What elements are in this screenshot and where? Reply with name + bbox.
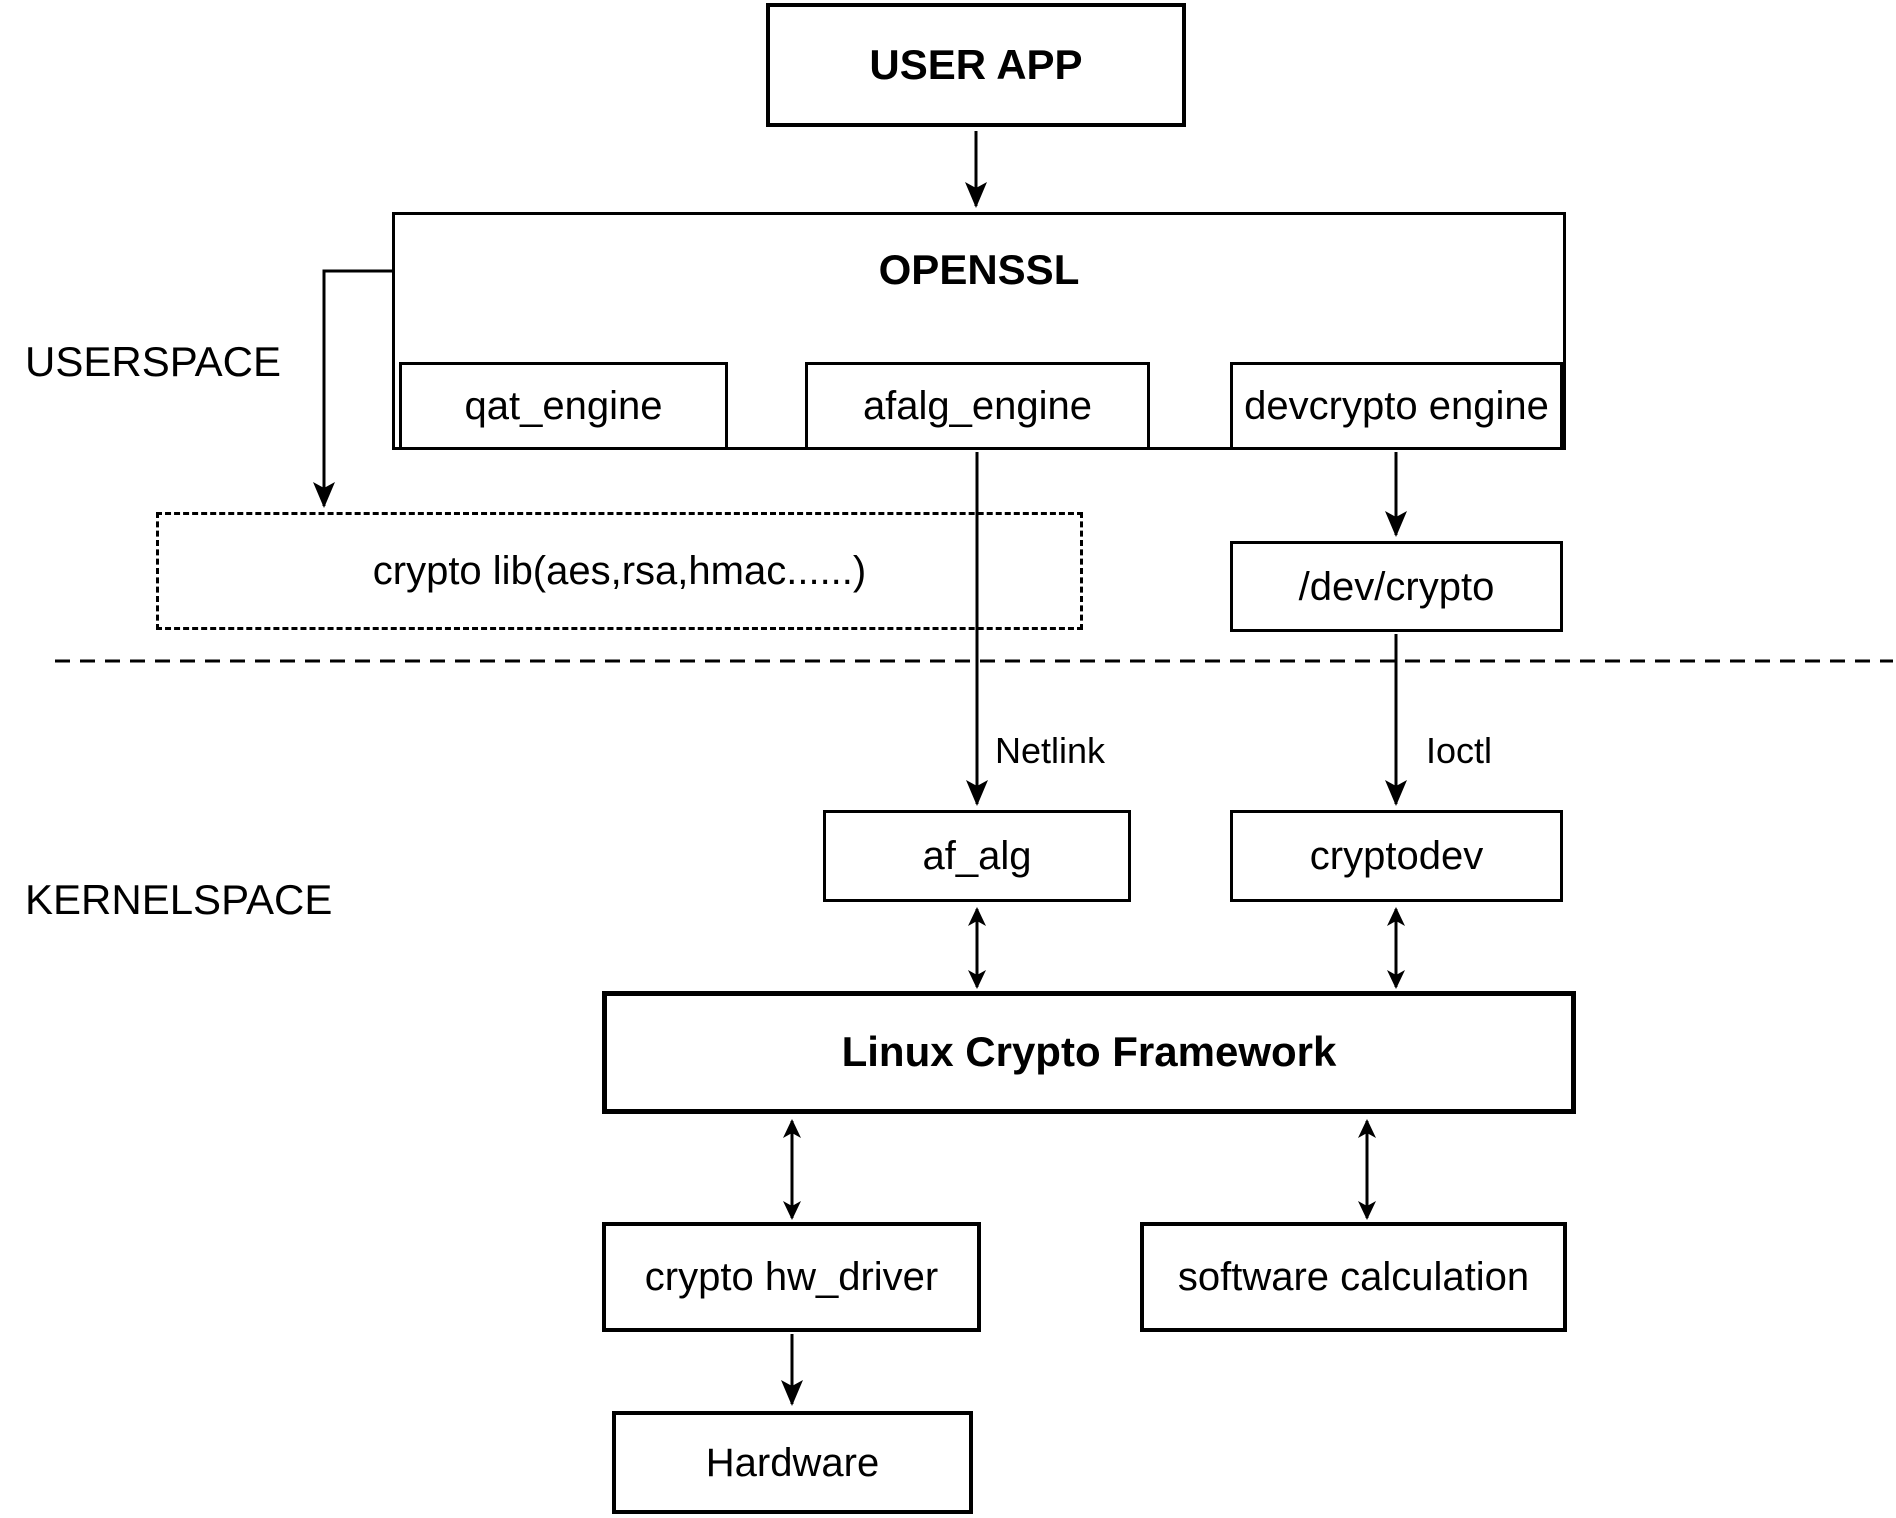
node-afalg-engine: afalg_engine (805, 362, 1150, 450)
node-qat-engine: qat_engine (399, 362, 728, 450)
kernelspace-label: KERNELSPACE (25, 876, 333, 923)
node-af-alg: af_alg (823, 810, 1131, 902)
userspace-label: USERSPACE (25, 338, 281, 385)
netlink-edge-label: Netlink (995, 730, 1106, 771)
node-crypto-hw-driver-label: crypto hw_driver (644, 1255, 939, 1299)
node-user-app: USER APP (766, 3, 1186, 127)
node-linux-crypto-framework: Linux Crypto Framework (602, 991, 1576, 1114)
node-devcrypto-engine-label: devcrypto engine (1244, 384, 1549, 428)
node-software-calculation-label: software calculation (1177, 1255, 1530, 1299)
node-software-calculation: software calculation (1140, 1222, 1567, 1332)
node-openssl-label: OPENSSL (878, 246, 1080, 293)
node-dev-crypto: /dev/crypto (1230, 541, 1563, 632)
node-qat-engine-label: qat_engine (464, 384, 663, 428)
node-hardware: Hardware (612, 1411, 973, 1514)
node-crypto-hw-driver: crypto hw_driver (602, 1222, 981, 1332)
node-af-alg-label: af_alg (922, 834, 1032, 878)
node-afalg-engine-label: afalg_engine (862, 384, 1093, 428)
node-hardware-label: Hardware (705, 1440, 880, 1485)
node-devcrypto-engine: devcrypto engine (1230, 362, 1563, 450)
arrow-openssl-to-cryptolib (313, 269, 392, 508)
node-user-app-label: USER APP (869, 40, 1083, 88)
node-cryptodev: cryptodev (1230, 810, 1563, 902)
node-crypto-lib-label: crypto lib(aes,rsa,hmac......) (372, 549, 867, 593)
node-linux-crypto-framework-label: Linux Crypto Framework (841, 1028, 1337, 1076)
node-crypto-lib: crypto lib(aes,rsa,hmac......) (156, 512, 1083, 630)
ioctl-edge-label: Ioctl (1426, 730, 1493, 771)
node-dev-crypto-label: /dev/crypto (1298, 564, 1495, 609)
node-cryptodev-label: cryptodev (1309, 834, 1484, 878)
